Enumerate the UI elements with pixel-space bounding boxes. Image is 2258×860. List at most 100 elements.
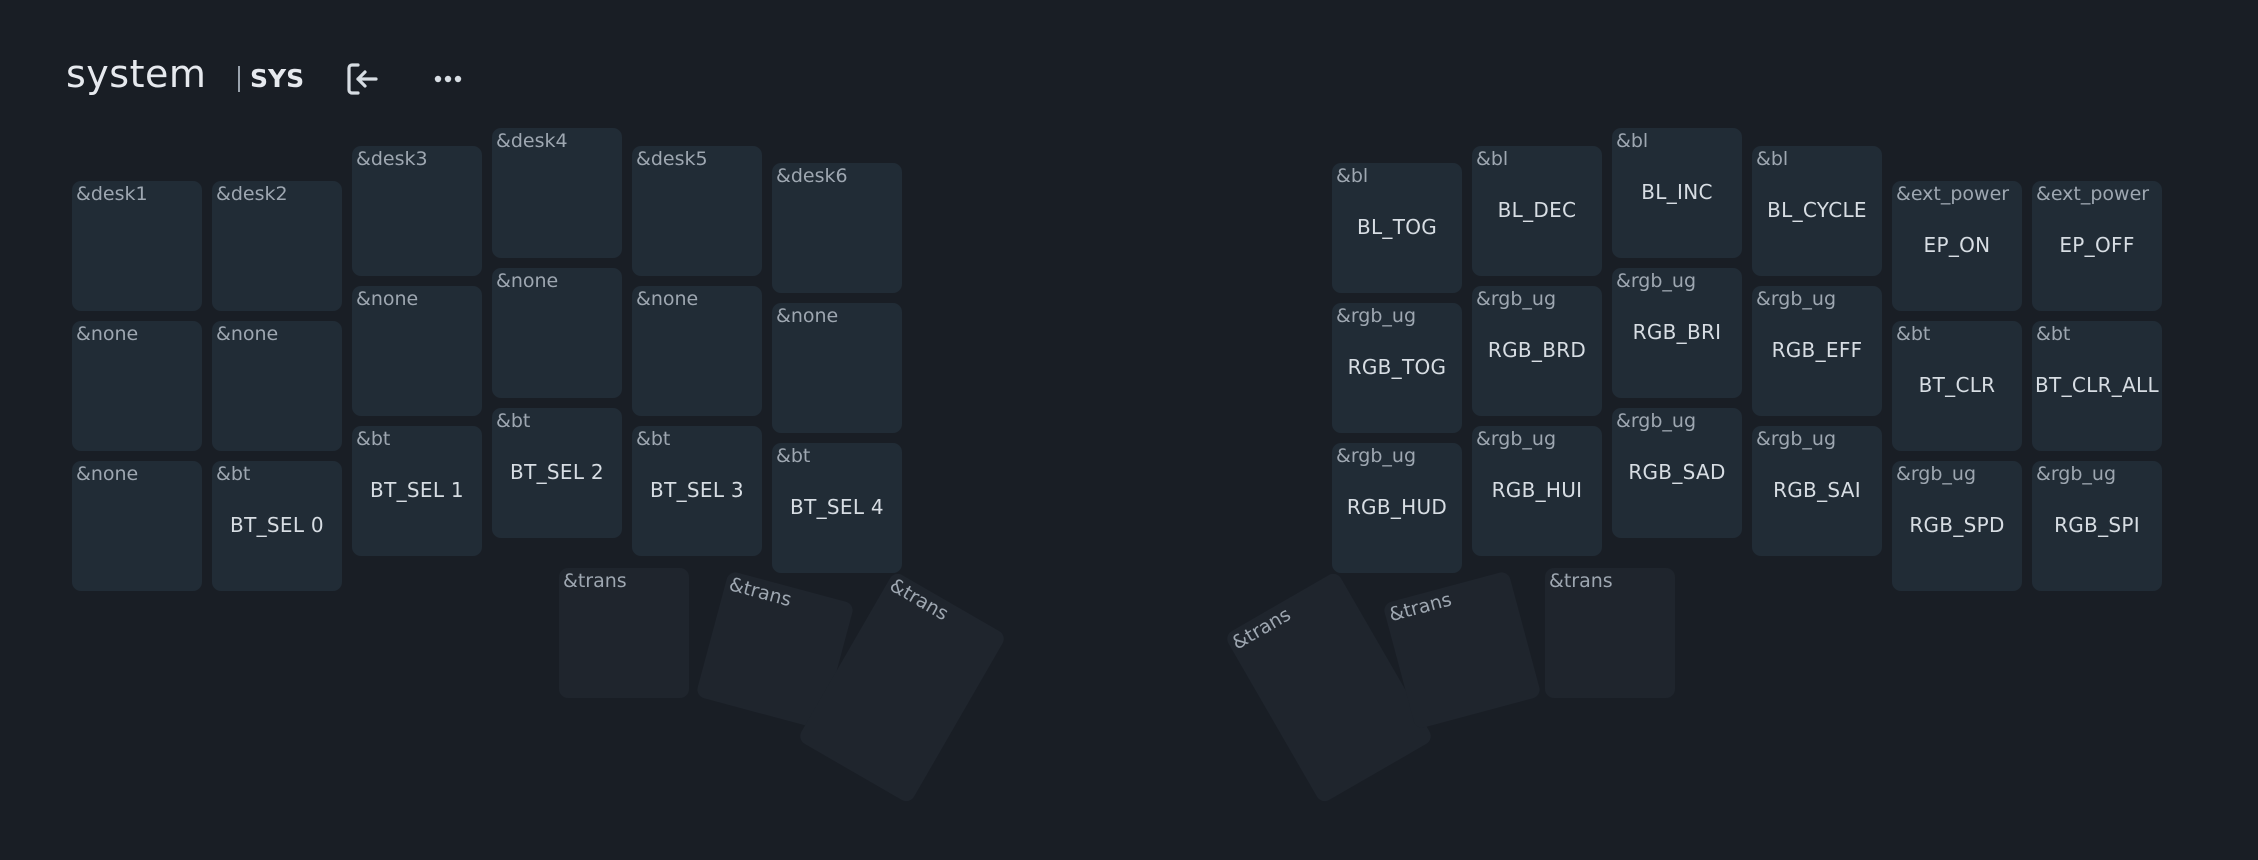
key-left-r3-c2[interactable]: &bt BT_SEL 0 (212, 461, 342, 591)
key-left-r2-c4[interactable]: &none (492, 268, 622, 398)
key-behavior: &ext_power (1896, 183, 2010, 205)
key-behavior: &trans (1549, 570, 1613, 592)
key-behavior: &desk3 (356, 148, 428, 170)
key-right-r1-c1[interactable]: &bl BL_TOG (1332, 163, 1462, 293)
key-right-r1-c2[interactable]: &bl BL_DEC (1472, 146, 1602, 276)
key-behavior: &desk2 (216, 183, 288, 205)
key-right-r1-c3[interactable]: &bl BL_INC (1612, 128, 1742, 258)
key-param: BT_CLR (1918, 373, 1996, 397)
key-behavior: &none (496, 270, 559, 292)
key-right-r3-c6[interactable]: &rgb_ug RGB_SPI (2032, 461, 2162, 591)
key-behavior: &rgb_ug (1896, 463, 1977, 485)
key-behavior: &desk1 (76, 183, 148, 205)
key-param: RGB_BRD (1487, 338, 1587, 362)
key-behavior: &trans (726, 573, 794, 612)
key-behavior: &bt (356, 428, 391, 450)
key-behavior: &desk4 (496, 130, 568, 152)
key-behavior: &rgb_ug (1616, 270, 1697, 292)
key-left-r1-c5[interactable]: &desk5 (632, 146, 762, 276)
key-right-r3-c3[interactable]: &rgb_ug RGB_SAD (1612, 408, 1742, 538)
layer-name[interactable]: system (66, 52, 207, 96)
more-horizontal-icon (433, 73, 463, 85)
key-right-r3-c4[interactable]: &rgb_ug RGB_SAI (1752, 426, 1882, 556)
key-left-r3-c3[interactable]: &bt BT_SEL 1 (352, 426, 482, 556)
key-left-r3-c4[interactable]: &bt BT_SEL 2 (492, 408, 622, 538)
key-behavior: &trans (1386, 588, 1454, 627)
key-behavior: &trans (563, 570, 627, 592)
key-behavior: &bt (776, 445, 811, 467)
key-behavior: &bt (216, 463, 251, 485)
key-right-r3-c2[interactable]: &rgb_ug RGB_HUI (1472, 426, 1602, 556)
key-left-r2-c5[interactable]: &none (632, 286, 762, 416)
key-param: RGB_SAD (1628, 460, 1726, 484)
exit-left-icon (344, 61, 380, 97)
layer-header: system SYS (0, 0, 2258, 140)
key-param: BT_SEL 2 (510, 460, 604, 484)
key-param: EP_ON (1923, 233, 1991, 257)
key-left-r2-c1[interactable]: &none (72, 321, 202, 451)
thumb-key-right-3[interactable]: &trans (1545, 568, 1675, 698)
key-right-r3-c5[interactable]: &rgb_ug RGB_SPD (1892, 461, 2022, 591)
key-left-r3-c1[interactable]: &none (72, 461, 202, 591)
key-param: BL_TOG (1356, 215, 1438, 239)
key-left-r1-c1[interactable]: &desk1 (72, 181, 202, 311)
key-left-r1-c4[interactable]: &desk4 (492, 128, 622, 258)
key-param: BL_CYCLE (1767, 198, 1867, 222)
key-behavior: &bl (1616, 130, 1649, 152)
key-behavior: &rgb_ug (1616, 410, 1697, 432)
key-left-r1-c6[interactable]: &desk6 (772, 163, 902, 293)
key-left-r1-c3[interactable]: &desk3 (352, 146, 482, 276)
key-behavior: &rgb_ug (1756, 428, 1837, 450)
more-options-button[interactable] (427, 58, 469, 100)
key-right-r3-c1[interactable]: &rgb_ug RGB_HUD (1332, 443, 1462, 573)
key-right-r2-c3[interactable]: &rgb_ug RGB_BRI (1612, 268, 1742, 398)
key-behavior: &bl (1336, 165, 1369, 187)
key-param: BL_INC (1641, 180, 1713, 204)
key-param: BT_CLR_ALL (2035, 373, 2159, 397)
key-param: RGB_SPI (2054, 513, 2140, 537)
key-behavior: &desk5 (636, 148, 708, 170)
key-behavior: &trans (1228, 603, 1295, 655)
key-behavior: &rgb_ug (1476, 428, 1557, 450)
key-left-r2-c2[interactable]: &none (212, 321, 342, 451)
key-right-r1-c5[interactable]: &ext_power EP_ON (1892, 181, 2022, 311)
key-param: EP_OFF (2059, 233, 2135, 257)
key-param: RGB_BRI (1632, 320, 1722, 344)
key-behavior: &desk6 (776, 165, 848, 187)
key-right-r1-c6[interactable]: &ext_power EP_OFF (2032, 181, 2162, 311)
exit-layer-button[interactable] (341, 58, 383, 100)
key-behavior: &bt (636, 428, 671, 450)
key-right-r2-c5[interactable]: &bt BT_CLR (1892, 321, 2022, 451)
key-param: BT_SEL 0 (230, 513, 324, 537)
layer-separator (238, 66, 240, 92)
key-param: BT_SEL 3 (650, 478, 744, 502)
key-param: BT_SEL 4 (790, 495, 884, 519)
key-behavior: &none (76, 323, 139, 345)
layer-short-name[interactable]: SYS (250, 64, 305, 93)
key-right-r2-c6[interactable]: &bt BT_CLR_ALL (2032, 321, 2162, 451)
key-behavior: &bt (2036, 323, 2071, 345)
key-left-r1-c2[interactable]: &desk2 (212, 181, 342, 311)
key-param: RGB_SPD (1909, 513, 2005, 537)
key-right-r2-c1[interactable]: &rgb_ug RGB_TOG (1332, 303, 1462, 433)
key-behavior: &bt (1896, 323, 1931, 345)
key-behavior: &none (216, 323, 279, 345)
key-left-r2-c6[interactable]: &none (772, 303, 902, 433)
key-behavior: &bl (1476, 148, 1509, 170)
key-behavior: &none (356, 288, 419, 310)
key-left-r3-c6[interactable]: &bt BT_SEL 4 (772, 443, 902, 573)
key-behavior: &trans (885, 574, 953, 626)
thumb-key-left-1[interactable]: &trans (559, 568, 689, 698)
key-param: RGB_SAI (1773, 478, 1861, 502)
key-right-r2-c4[interactable]: &rgb_ug RGB_EFF (1752, 286, 1882, 416)
key-behavior: &rgb_ug (1336, 445, 1417, 467)
key-param: RGB_TOG (1347, 355, 1447, 379)
key-param: BL_DEC (1497, 198, 1577, 222)
key-left-r3-c5[interactable]: &bt BT_SEL 3 (632, 426, 762, 556)
key-behavior: &bt (496, 410, 531, 432)
key-left-r2-c3[interactable]: &none (352, 286, 482, 416)
key-behavior: &none (636, 288, 699, 310)
key-right-r1-c4[interactable]: &bl BL_CYCLE (1752, 146, 1882, 276)
key-right-r2-c2[interactable]: &rgb_ug RGB_BRD (1472, 286, 1602, 416)
